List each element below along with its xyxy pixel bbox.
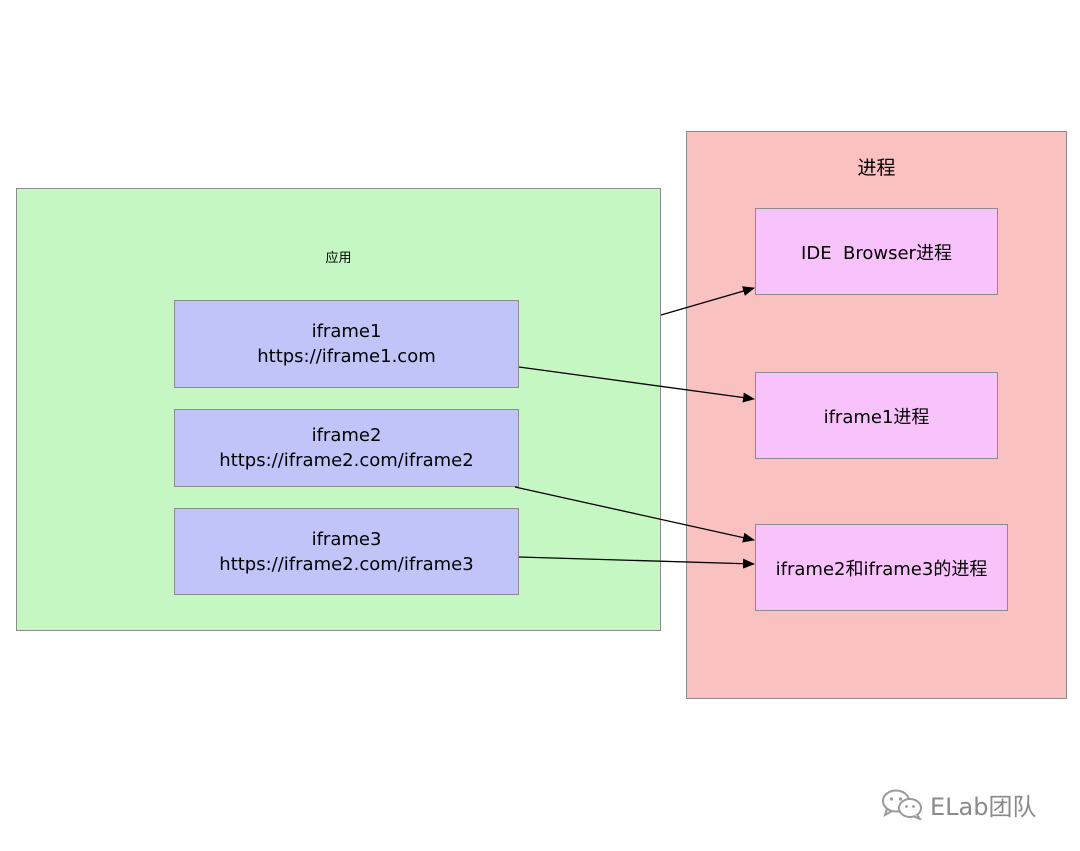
watermark-text: ELab团队 [930, 792, 1037, 821]
watermark: ELab团队 [880, 786, 1036, 822]
iframe3-name: iframe3 [311, 528, 382, 550]
iframe1-url: https://iframe1.com [257, 346, 436, 367]
iframe2-box: iframe2 https://iframe2.com/iframe2 [174, 409, 519, 487]
wechat-icon [882, 789, 922, 820]
iframe3-box: iframe3 https://iframe2.com/iframe3 [174, 508, 519, 595]
process-iframe1-label: iframe1进程 [823, 406, 930, 428]
process-ide-browser-label: IDE Browser进程 [801, 242, 952, 264]
iframe2-url: https://iframe2.com/iframe2 [219, 450, 474, 471]
app-title: 应用 [325, 251, 352, 266]
iframe3-url: https://iframe2.com/iframe3 [219, 553, 474, 575]
process-iframe2-iframe3: iframe2和iframe3的进程 [755, 524, 1008, 611]
process-iframe2-iframe3-label: iframe2和iframe3的进程 [775, 558, 988, 580]
iframe2-name: iframe2 [311, 425, 382, 446]
process-ide-browser: IDE Browser进程 [755, 208, 998, 295]
iframe1-name: iframe1 [311, 321, 382, 342]
iframe1-box: iframe1 https://iframe1.com [174, 300, 519, 388]
process-title: 进程 [857, 157, 896, 179]
process-iframe1: iframe1进程 [755, 372, 998, 459]
